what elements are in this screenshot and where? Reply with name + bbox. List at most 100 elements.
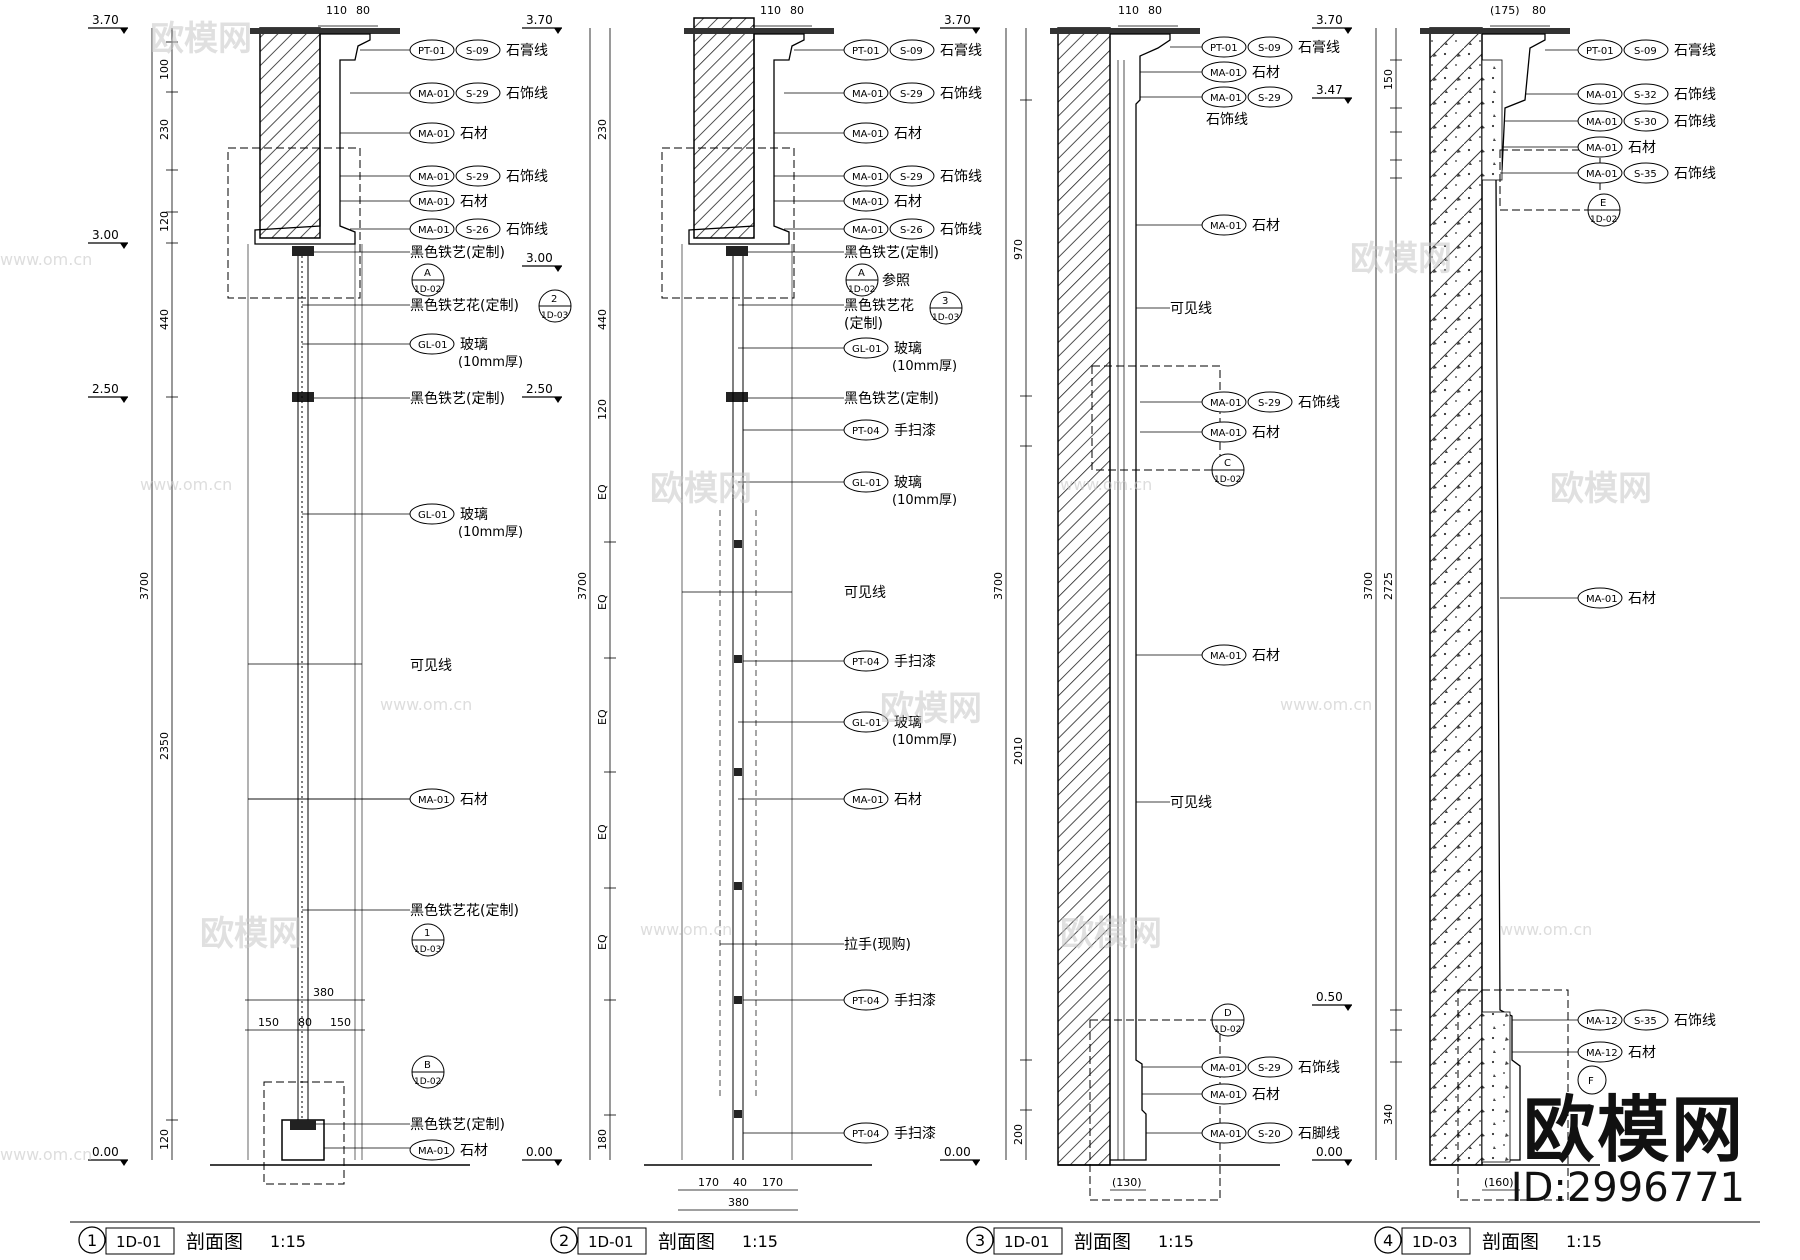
dim-120b: 120: [158, 1129, 171, 1150]
level-marker-370: 3.70: [1312, 13, 1352, 34]
material-code: PT-04: [852, 426, 880, 437]
tag-row: MA-01 石材: [409, 122, 488, 144]
callout-sheet: 1D-03: [541, 311, 568, 321]
level-marker-347: 3.47: [1312, 83, 1352, 104]
dim-150: 150: [1382, 69, 1395, 90]
watermark-faint: 欧模网: [650, 469, 752, 509]
dim-170b: 170: [762, 1176, 783, 1189]
material-code: MA-01: [852, 197, 884, 208]
note-text: 可见线: [1170, 795, 1212, 811]
watermark-url: www.om.cn: [640, 920, 732, 939]
annotation-group-2: PT-01 S-09 石膏线 MA-01 S-29 石饰线 MA-01 石材 M…: [843, 39, 982, 1144]
profile-code: S-29: [1258, 398, 1281, 409]
profile-code: S-30: [1634, 117, 1657, 128]
level-label: 3.70: [526, 13, 553, 27]
section-4: 3.70 3.47 0.50 0.00 3700 2725 340 150: [1312, 4, 1716, 1201]
material-code: MA-01: [418, 89, 450, 100]
note-text: 石饰线: [1674, 114, 1716, 130]
dim-110: 110: [760, 4, 781, 17]
note-text: 石材: [1628, 591, 1656, 607]
iron-element: [290, 1120, 316, 1130]
level-label: 2.50: [526, 382, 553, 396]
dim-2010: 2010: [1012, 737, 1025, 765]
section-title-3: 3 1D-01 剖面图 1:15: [966, 1226, 1194, 1255]
material-code: MA-01: [1586, 117, 1618, 128]
callout-letter: C: [1224, 458, 1231, 469]
section-title-2: 2 1D-01 剖面图 1:15: [550, 1226, 778, 1255]
note-text: (10mm厚): [458, 355, 523, 370]
watermark-url: www.om.cn: [0, 1145, 92, 1164]
dim-110: 110: [1118, 4, 1139, 17]
profile-code: S-35: [1634, 1016, 1657, 1027]
material-code: PT-01: [418, 46, 446, 57]
dim-170: 170: [698, 1176, 719, 1189]
level-marker-000: 0.00: [1312, 1145, 1352, 1166]
profile-code: S-29: [466, 172, 489, 183]
section-title-1: 1 1D-01 剖面图 1:15: [78, 1226, 306, 1255]
level-label: 0.00: [1316, 1145, 1343, 1159]
level-label: 3.70: [1316, 13, 1343, 27]
material-code: MA-01: [418, 129, 450, 140]
note-text: 石材: [460, 126, 488, 142]
material-code: PT-01: [1210, 43, 1238, 54]
tag-row: MA-01 S-26 石饰线: [409, 218, 548, 240]
level-label: 0.00: [944, 1145, 971, 1159]
watermark-url: www.om.cn: [1060, 475, 1152, 494]
note-text: 黑色铁艺(定制): [410, 1116, 505, 1133]
detail-boundary-A: [661, 147, 795, 299]
note-text: 石材: [1252, 425, 1280, 441]
profile-code: S-09: [900, 46, 923, 57]
dim-175: (175): [1490, 4, 1520, 17]
level-marker-370: 3.70: [940, 13, 980, 34]
note-text: 石材: [1252, 218, 1280, 234]
material-code: MA-01: [1586, 90, 1618, 101]
ceiling-slab: [1420, 28, 1570, 34]
tag-row: MA-01 石材: [409, 1139, 488, 1161]
callout-sheet: 1D-02: [1214, 475, 1241, 485]
dim-150: 150: [258, 1016, 279, 1029]
note-text: (10mm厚): [892, 493, 957, 508]
level-marker-050: 0.50: [1312, 990, 1352, 1011]
callout-letter: E: [1600, 198, 1606, 209]
ceiling-slab: [1050, 28, 1200, 34]
title-sheet: 1D-01: [1004, 1233, 1050, 1251]
profile-code: S-29: [1258, 1063, 1281, 1074]
detail-callout-B: B 1D-02: [411, 1055, 445, 1089]
title-sheet: 1D-01: [116, 1233, 162, 1251]
note-text: 石材: [460, 792, 488, 808]
dim-970: 970: [1012, 239, 1025, 260]
note-text: 玻璃: [894, 340, 922, 357]
tag-row: GL-01 玻璃 (10mm厚): [409, 503, 523, 540]
tag-row: MA-01 S-29 石饰线: [409, 165, 548, 187]
note-text: 可见线: [1170, 301, 1212, 317]
note-text: 石饰线: [940, 86, 982, 102]
dim-120: 120: [158, 211, 171, 232]
note-text: 石饰线: [1298, 395, 1340, 411]
title-number: 1: [87, 1231, 97, 1250]
dim-380: 380: [313, 986, 334, 999]
level-label: 3.00: [92, 228, 119, 242]
note-text: (定制): [844, 316, 883, 332]
dim-total: 3700: [1362, 572, 1375, 600]
note-text: 石材: [1628, 140, 1656, 156]
material-code: MA-01: [852, 172, 884, 183]
note-text: 石材: [1252, 1087, 1280, 1103]
title-text: 剖面图: [658, 1231, 715, 1253]
dim-200: 200: [1012, 1124, 1025, 1145]
wall-body: [1057, 27, 1111, 1166]
callout-sheet: 1D-02: [1214, 1025, 1241, 1035]
profile-code: S-35: [1634, 169, 1657, 180]
material-code: MA-12: [1586, 1048, 1618, 1059]
dim-40: 40: [733, 1176, 747, 1189]
note-text: 黑色铁艺花(定制): [410, 902, 519, 919]
watermark-faint: 欧模网: [1350, 239, 1452, 279]
title-text: 剖面图: [1074, 1231, 1131, 1253]
level-marker-250: 2.50: [522, 382, 562, 403]
dim-80: 80: [790, 4, 804, 17]
note-text: (10mm厚): [892, 359, 957, 374]
detail-callout-E: E 1D-02: [1587, 193, 1621, 227]
level-label: 3.47: [1316, 83, 1343, 97]
dim-80: 80: [356, 4, 370, 17]
profile-code: S-32: [1634, 90, 1657, 101]
